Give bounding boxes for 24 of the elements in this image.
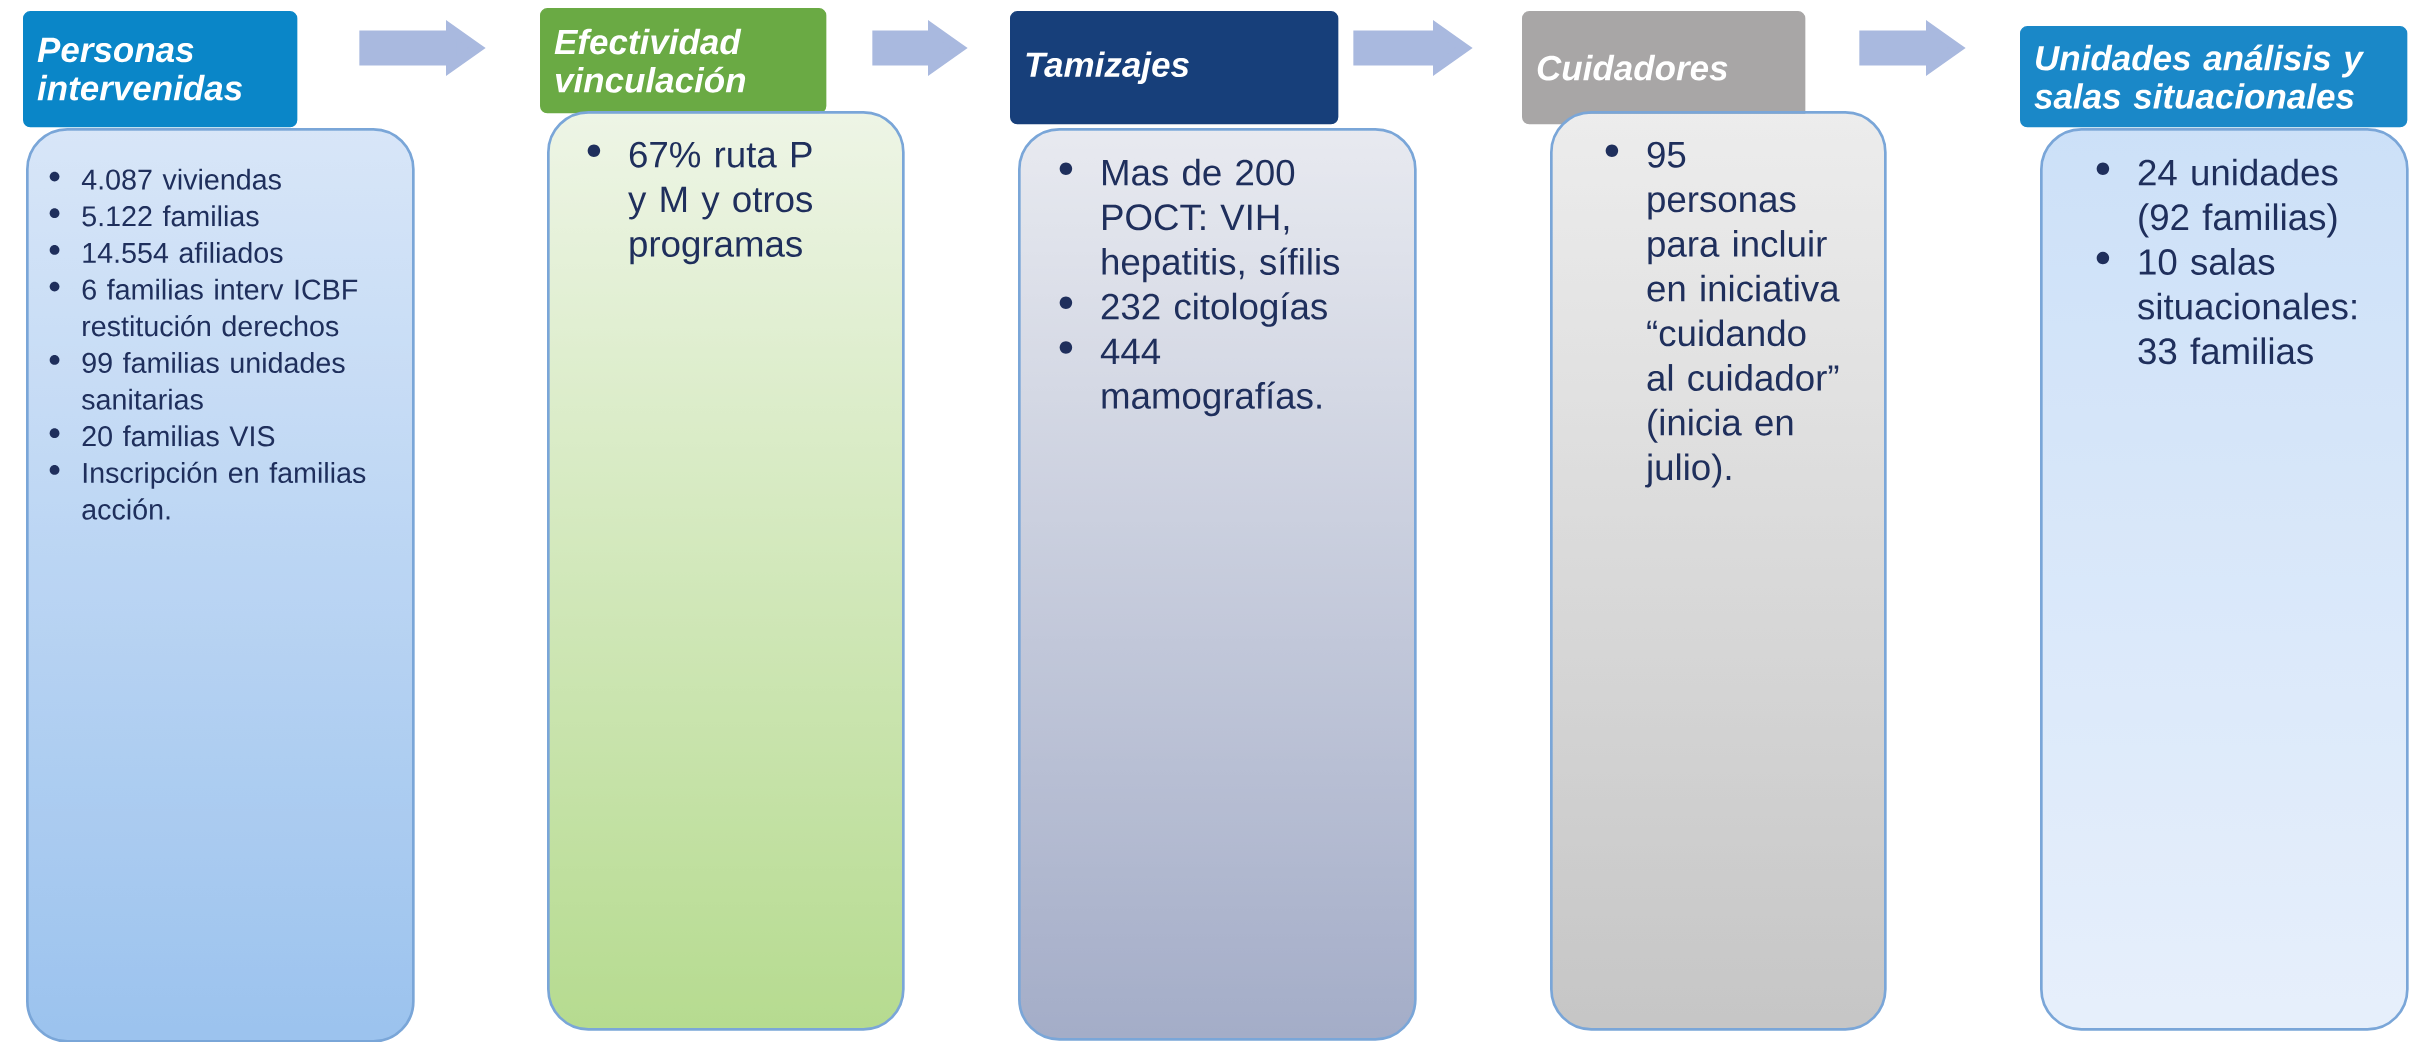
header-tab: Unidades análisis y salas situacionales — [2020, 26, 2408, 128]
content-box — [547, 111, 905, 1031]
list-item: 4.087 viviendas — [81, 168, 281, 190]
content-box — [1018, 128, 1417, 1041]
list-item: 99 familias unidades sanitarias — [82, 352, 345, 410]
header-tab: Efectividad vinculación — [540, 8, 827, 114]
header-tab: Personas intervenidas — [23, 11, 298, 128]
content-box — [1550, 111, 1887, 1031]
header-tab: Cuidadores — [1522, 11, 1806, 125]
list-item: 67% ruta P y M y otros programas — [628, 141, 812, 265]
list-item: 232 citologías — [1101, 292, 1327, 327]
header-tab: Tamizajes — [1010, 11, 1339, 125]
list-item: 20 familias VIS — [82, 425, 275, 447]
content-box — [26, 128, 415, 1042]
list-item: 10 salas situacionales: 33 familias — [2138, 248, 2356, 365]
list-item: 24 unidades (92 familias) — [2138, 158, 2338, 238]
list-item: 95 personas para incluir en iniciativa “cuidando al cuidador” (inicia en julio). — [1645, 141, 1840, 488]
content-box — [2040, 128, 2409, 1031]
list-item: 14.554 afiliados — [83, 242, 283, 264]
list-item: 5.122 familias — [82, 205, 259, 227]
list-item: 6 familias interv ICBF restitución derechos — [82, 278, 358, 337]
list-item: 444 mamografías. — [1100, 338, 1321, 417]
list-item: Mas de 200 POCT: VIH, hepatitis, sífilis — [1102, 158, 1340, 283]
list-item: Inscripción en familias acción. — [82, 461, 366, 520]
